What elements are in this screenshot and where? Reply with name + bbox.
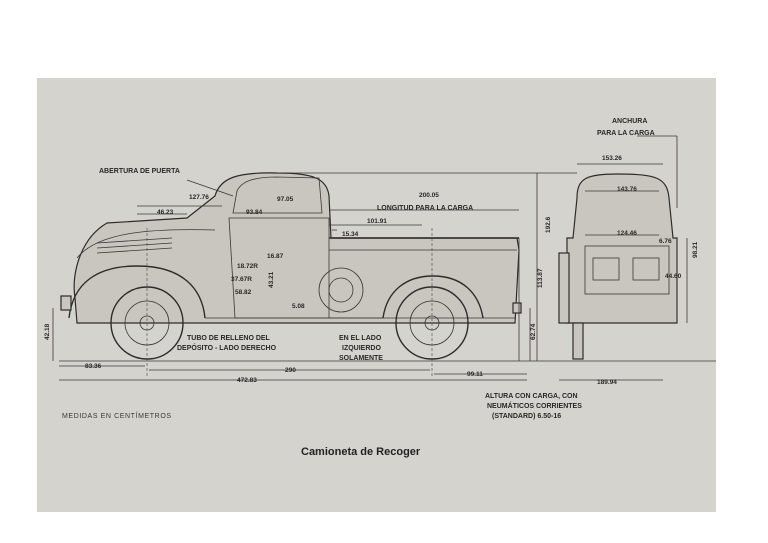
dim-97: 97.05: [277, 196, 294, 203]
truck-side-view: [59, 172, 557, 362]
label-fuel-2: DEPÓSITO - LADO DERECHO: [177, 343, 277, 352]
dim-43: 43.21: [268, 271, 275, 288]
dim-5: 5.08: [292, 303, 305, 310]
label-cargo-length: LONGITUD PARA LA CARGA: [377, 205, 473, 212]
dim-83: 83.36: [85, 363, 102, 370]
dim-189: 189.94: [597, 379, 617, 386]
dim-58: 58.82: [235, 289, 252, 296]
dim-93: 93.84: [246, 209, 263, 216]
dim-200: 200.05: [419, 192, 439, 199]
dim-6: 6.76: [659, 238, 672, 245]
dim-124: 124.46: [617, 230, 637, 237]
dim-16: 16.87: [267, 253, 284, 260]
label-height-3: (STANDARD) 6.50-16: [492, 413, 561, 420]
dim-153: 153.26: [602, 155, 622, 162]
dim-15: 15.34: [342, 231, 359, 238]
label-fuel-1: TUBO DE RELLENO DEL: [187, 335, 271, 342]
label-height-1: ALTURA CON CARGA, CON: [485, 393, 578, 400]
dim-192: 192.6: [545, 216, 552, 233]
dim-143: 143.76: [617, 186, 637, 193]
truck-rear-view: [557, 135, 716, 381]
dim-62: 62.74: [530, 323, 537, 340]
caption: Camioneta de Recoger: [301, 446, 421, 458]
label-left-2: IZQUIERDO: [342, 345, 381, 352]
dim-472: 472.83: [237, 377, 257, 384]
dim-46: 46.23: [157, 209, 174, 216]
dim-99: 99.11: [467, 371, 483, 378]
pickup-dimension-drawing: ABERTURA DE PUERTA LONGITUD PARA LA CARG…: [44, 118, 716, 458]
dim-44: 44.60: [665, 273, 682, 280]
dim-290: 290: [285, 367, 296, 374]
label-cargo-width-1: ANCHURA: [612, 118, 647, 125]
dim-98: 98.21: [692, 241, 699, 258]
dim-101: 101.91: [367, 218, 387, 225]
dim-127: 127.76: [189, 194, 209, 201]
label-left-1: EN EL LADO: [339, 335, 382, 342]
dim-42: 42.18: [44, 323, 51, 340]
label-units: MEDIDAS EN CENTÍMETROS: [62, 411, 172, 420]
dim-113: 113.87: [537, 268, 544, 288]
blueprint-sheet: ABERTURA DE PUERTA LONGITUD PARA LA CARG…: [37, 78, 716, 512]
label-door-opening: ABERTURA DE PUERTA: [99, 168, 180, 175]
label-cargo-width-2: PARA LA CARGA: [597, 130, 655, 137]
dim-18: 18.72R: [237, 263, 258, 270]
label-height-2: NEUMÁTICOS CORRIENTES: [487, 401, 582, 410]
dim-37: 37.67R: [231, 276, 252, 283]
side-dimension-lines: [52, 172, 577, 381]
label-left-3: SOLAMENTE: [339, 355, 383, 362]
